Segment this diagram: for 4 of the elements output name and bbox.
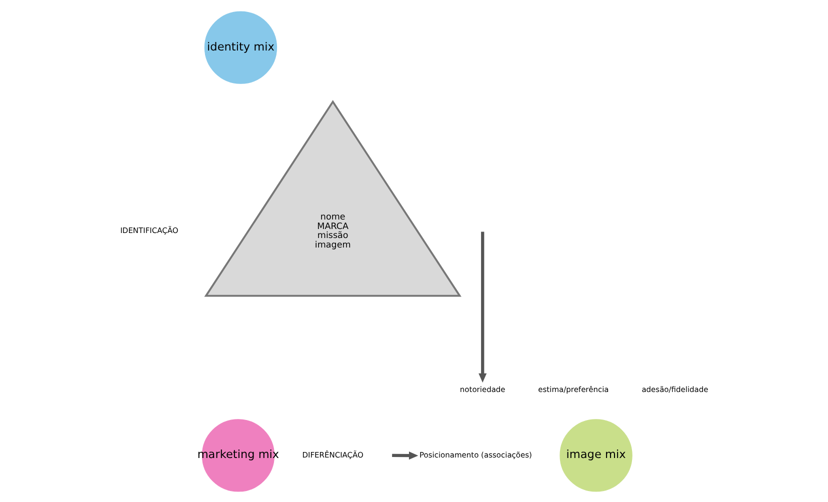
arrow (392, 451, 418, 460)
arrow (478, 231, 487, 382)
node-circle: image mix (560, 418, 632, 492)
node-circle: identity mix (204, 10, 278, 84)
